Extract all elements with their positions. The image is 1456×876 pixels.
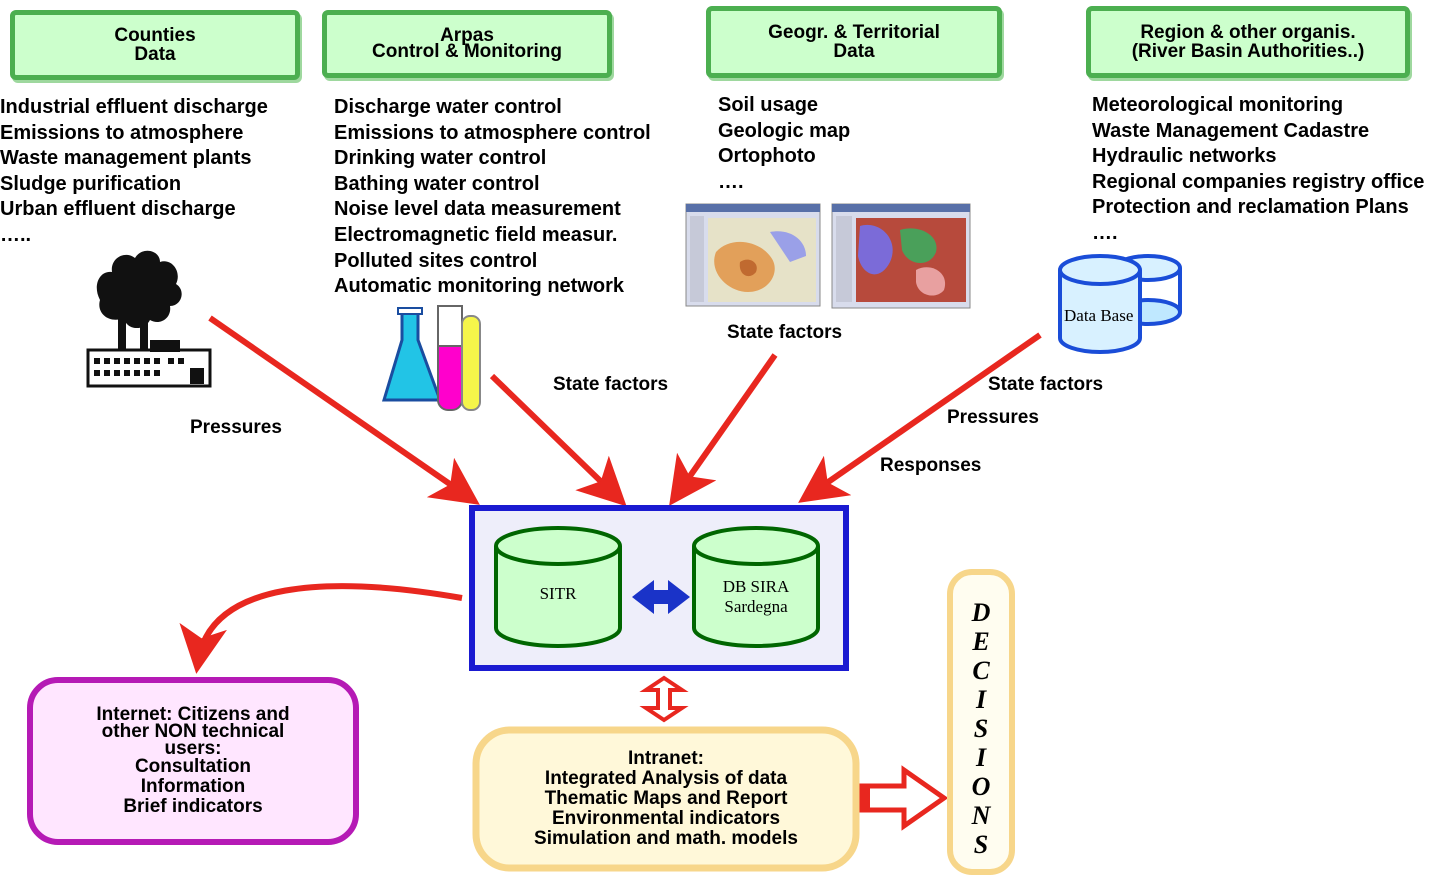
list-item: Drinking water control [334, 147, 547, 170]
factory-icon [86, 250, 212, 388]
intranet-line: Simulation and math. models [534, 828, 798, 849]
list-item: Electromagnetic field measur. [334, 223, 618, 246]
source-geo-territorial: Geogr. & Territorial Data [706, 6, 1002, 78]
list-item: Polluted sites control [334, 249, 538, 272]
intranet-line: Thematic Maps and Report [544, 788, 788, 809]
label-pressures-right: Pressures [947, 407, 1039, 428]
decisions-letter: D [971, 598, 991, 627]
map-screenshot-left [685, 203, 821, 307]
arrow-pressures-left [208, 315, 480, 505]
decisions-frame [947, 569, 1015, 875]
intranet-line: Intranet: [628, 748, 704, 769]
list-item: Automatic monitoring network [334, 275, 624, 298]
decisions-letter: C [972, 656, 990, 685]
internet-line: other NON technical [101, 720, 285, 742]
arrow-state-factors-geo [669, 353, 778, 506]
list-item: Bathing water control [334, 172, 540, 195]
source-counties-line1: Counties [114, 25, 196, 46]
list-item: ….. [0, 223, 32, 246]
internet-line: Internet: Citizens and [96, 703, 290, 725]
internet-line: users: [164, 737, 222, 759]
source-region-line2: (River Basin Authorities..) [1131, 41, 1365, 62]
geo-list: Soil usage Geologic map Ortophoto …. [718, 93, 850, 195]
decisions-letter: E [972, 627, 990, 656]
list-item: Urban effluent discharge [0, 198, 236, 221]
db-sira-label: DB SIRA Sardegna [706, 577, 806, 617]
internet-box: Internet: Citizens and other NON technic… [40, 690, 346, 832]
intranet-box-frame [472, 726, 860, 872]
db-sira-label-line1: DB SIRA [722, 577, 790, 596]
label-responses: Responses [880, 455, 982, 476]
label-state-factors-region: State factors [988, 374, 1104, 395]
arrow-region [798, 332, 1042, 503]
internet-box-frame [27, 677, 359, 845]
source-counties-line2: Data [134, 44, 176, 65]
source-arpas: Arpas Control & Monitoring [322, 10, 612, 78]
arrow-to-internet [179, 583, 463, 674]
db-sira-database [692, 526, 820, 648]
list-item: Sludge purification [0, 172, 182, 195]
list-item: Waste management plants [0, 147, 252, 170]
hollow-double-arrow-icon [639, 675, 689, 723]
label-state-factors-geo: State factors [727, 322, 843, 343]
list-item: Emissions to atmosphere [0, 121, 244, 144]
list-item: Soil usage [718, 94, 819, 116]
internet-line: Information [140, 775, 246, 797]
decisions-letter: S [973, 714, 989, 743]
decisions-text: D E C I S I O N S [956, 598, 1006, 859]
source-geo-line1: Geogr. & Territorial [768, 22, 940, 43]
source-counties-data: Counties Data [10, 10, 300, 80]
db-sira-label-line2: Sardegna [724, 597, 788, 616]
decisions-letter: I [975, 743, 987, 772]
region-list: Meteorological monitoring Waste Manageme… [1092, 93, 1424, 247]
list-item: Industrial effluent discharge [0, 96, 268, 118]
sitr-database [494, 526, 622, 648]
label-pressures-left: Pressures [190, 417, 282, 438]
sitr-label: SITR [539, 584, 577, 603]
list-item: Protection and reclamation Plans [1092, 196, 1409, 219]
list-item: Regional companies registry office [1092, 170, 1425, 193]
decisions-letter: N [971, 801, 991, 830]
source-arpas-line2: Control & Monitoring [372, 41, 562, 62]
decisions-letter: I [975, 685, 987, 714]
list-item: Discharge water control [334, 96, 562, 118]
intranet-line: Environmental indicators [551, 808, 781, 829]
internet-line: Brief indicators [123, 795, 263, 817]
list-item: Noise level data measurement [334, 198, 621, 221]
list-item: Emissions to atmosphere control [334, 121, 651, 144]
internet-line: Consultation [134, 755, 252, 777]
source-geo-line2: Data [833, 41, 875, 62]
database-icon [1058, 254, 1182, 354]
counties-list: Industrial effluent discharge Emissions … [0, 95, 268, 249]
decisions-letter: O [971, 772, 991, 801]
source-region-line1: Region & other organis. [1140, 22, 1356, 43]
arpas-list: Discharge water control Emissions to atm… [334, 95, 651, 300]
source-region: Region & other organis. (River Basin Aut… [1086, 6, 1410, 78]
arrow-state-factors-arpas [489, 373, 627, 507]
list-item: …. [718, 170, 744, 193]
intranet-line: Integrated Analysis of data [544, 768, 788, 789]
decisions-letter: S [973, 830, 989, 859]
double-arrow-icon [632, 580, 690, 614]
list-item: Waste Management Cadastre [1092, 119, 1370, 142]
list-item: Ortophoto [718, 145, 816, 168]
database-icon-label: Data Base [1064, 306, 1134, 325]
list-item: …. [1092, 221, 1118, 244]
lab-flask-icon [381, 305, 481, 411]
list-item: Geologic map [718, 119, 851, 142]
list-item: Meteorological monitoring [1092, 94, 1344, 116]
map-screenshot-right [831, 203, 971, 309]
source-arpas-line1: Arpas [440, 25, 494, 46]
label-state-factors-arpas: State factors [553, 374, 669, 395]
list-item: Hydraulic networks [1092, 145, 1277, 168]
intranet-box: Intranet: Integrated Analysis of data Th… [486, 740, 846, 858]
